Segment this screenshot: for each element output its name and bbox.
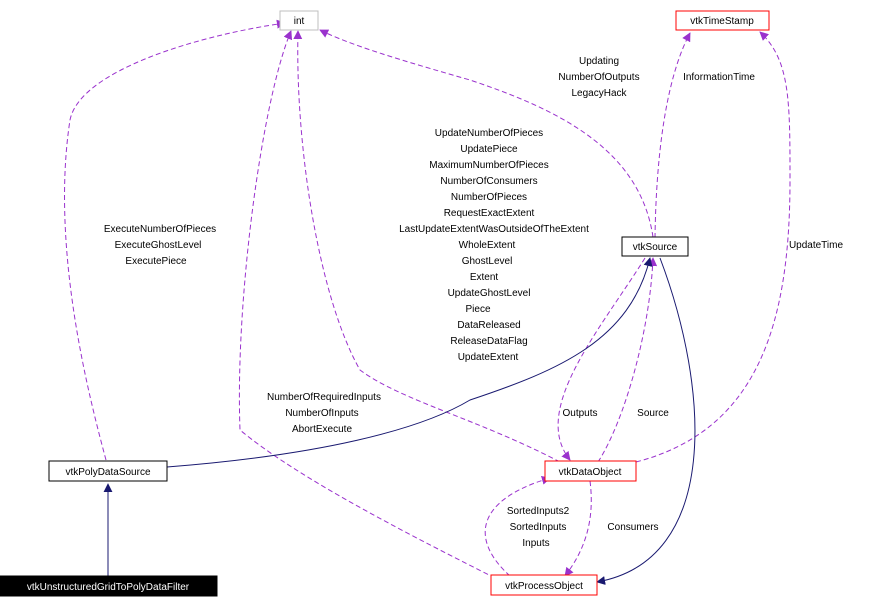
edge-label-sorted-inputs2: SortedInputs2 [507,506,570,517]
nodes: int vtkTimeStamp vtkSource vtkPolyDataSo… [0,10,770,597]
edge-label-execute-number-of-pieces: ExecuteNumberOfPieces [104,224,216,235]
node-vtk-unstructured-grid-to-poly-data-filter[interactable]: vtkUnstructuredGridToPolyDataFilter [0,575,218,597]
node-vtk-process-object[interactable]: vtkProcessObject [490,574,598,596]
edge-label-update-time: UpdateTime [789,240,844,251]
node-int[interactable]: int [279,10,319,31]
edge-label-inputs: Inputs [522,538,549,549]
edge-label-update-extent: UpdateExtent [458,352,519,363]
node-vtk-data-object[interactable]: vtkDataObject [544,460,637,482]
edge-label-execute-ghost-level: ExecuteGhostLevel [115,240,202,251]
edge-dataobject-timestamp [635,31,791,463]
edge-label-legacy-hack: LegacyHack [571,88,627,99]
edge-label-sorted-inputs: SortedInputs [510,522,567,533]
edge-label-number-of-outputs: NumberOfOutputs [558,72,639,83]
edge-inherit-processobject-source [596,257,696,585]
edge-label-update-ghost-level: UpdateGhostLevel [448,288,531,299]
edge-label-outputs: Outputs [562,408,597,419]
edge-label-maximum-number-of-pieces: MaximumNumberOfPieces [429,160,548,171]
edge-source-int [319,29,654,238]
edge-label-number-of-required-inputs: NumberOfRequiredInputs [267,392,381,403]
edge-labels: Updating NumberOfOutputs LegacyHack Info… [104,56,844,549]
edge-label-whole-extent: WholeExtent [459,240,516,251]
edge-label-release-data-flag: ReleaseDataFlag [450,336,527,347]
edge-label-update-piece: UpdatePiece [460,144,518,155]
node-vtk-time-stamp-label: vtkTimeStamp [690,16,754,27]
edge-dataobject-int [293,30,561,463]
edge-label-number-of-inputs: NumberOfInputs [285,408,358,419]
edge-source-timestamp [654,32,691,239]
edge-label-execute-piece: ExecutePiece [125,256,187,267]
edge-processobject-int [238,30,496,579]
edge-label-number-of-consumers: NumberOfConsumers [440,176,537,187]
edge-label-ghost-level: GhostLevel [462,256,513,267]
node-vtk-source[interactable]: vtkSource [621,236,689,257]
edge-label-update-number-of-pieces: UpdateNumberOfPieces [435,128,543,139]
edge-label-consumers: Consumers [607,522,658,533]
edge-label-extent: Extent [470,272,499,283]
edge-label-abort-execute: AbortExecute [292,424,352,435]
node-vtk-poly-data-source-label: vtkPolyDataSource [65,467,150,478]
edge-label-number-of-pieces: NumberOfPieces [451,192,527,203]
node-vtk-time-stamp[interactable]: vtkTimeStamp [675,10,770,31]
edge-dataobject-source [597,257,658,463]
node-vtk-unstructured-grid-to-poly-data-filter-label: vtkUnstructuredGridToPolyDataFilter [27,582,190,593]
node-int-label: int [294,16,305,27]
edge-inherit-polydatasource-source [166,257,653,468]
node-vtk-process-object-label: vtkProcessObject [505,581,583,592]
edge-label-data-released: DataReleased [457,320,520,331]
edge-label-information-time: InformationTime [683,72,755,83]
edge-label-piece: Piece [465,304,490,315]
node-vtk-source-label: vtkSource [633,242,678,253]
edge-processobject-dataobject [484,475,551,577]
node-vtk-data-object-label: vtkDataObject [559,467,622,478]
edge-dataobject-processobject [564,480,592,577]
edge-label-updating: Updating [579,56,619,67]
edge-source-dataobject [557,257,646,461]
edge-label-request-exact-extent: RequestExactExtent [444,208,535,219]
edges [64,19,791,585]
node-vtk-poly-data-source[interactable]: vtkPolyDataSource [48,460,168,482]
edge-label-source: Source [637,408,669,419]
edge-label-last-update-extent: LastUpdateExtentWasOutsideOfTheExtent [399,224,589,235]
